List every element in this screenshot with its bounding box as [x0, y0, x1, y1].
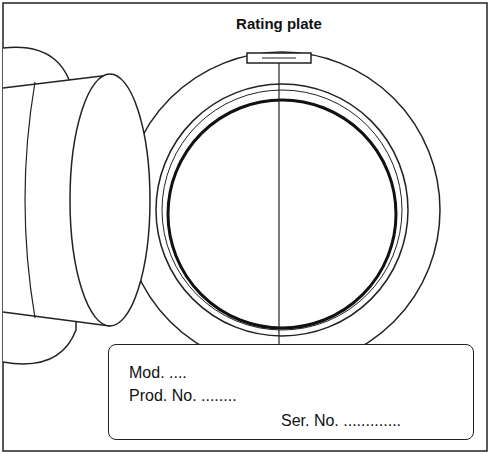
frame — [3, 3, 487, 451]
part-label: Rating plate — [234, 15, 324, 33]
plate-mark — [262, 58, 296, 59]
drum-surround — [124, 52, 440, 368]
door-glass — [70, 74, 150, 326]
plate-field: Prod. No. ........ — [129, 386, 237, 406]
plate-field: Ser. No. ............. — [281, 411, 401, 431]
rating-plate-data-box: Mod. .... Prod. No. ........ Ser. No. ....… — [108, 344, 474, 440]
rating-plate — [247, 53, 311, 63]
porthole-ring-inner — [162, 90, 402, 330]
plate-field: Mod. .... — [129, 363, 187, 383]
door-back-edge — [25, 82, 35, 318]
leader-line — [278, 63, 279, 344]
door-seal — [168, 100, 396, 328]
porthole-ring — [156, 84, 408, 336]
